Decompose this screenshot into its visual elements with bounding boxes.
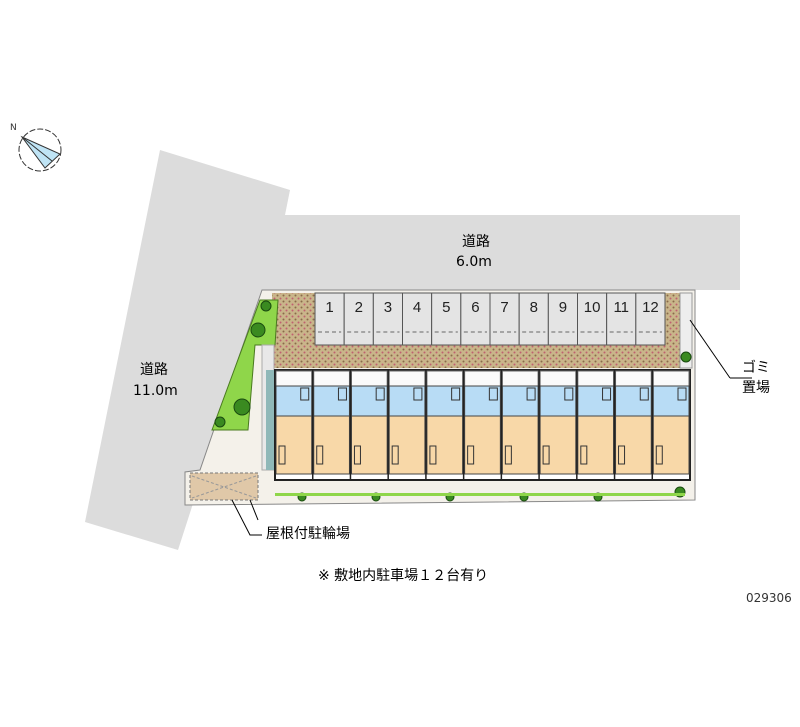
apartment-unit xyxy=(538,370,577,480)
parking-stall-number: 2 xyxy=(355,299,363,316)
apartment-unit xyxy=(576,370,615,480)
apartment-unit xyxy=(462,370,501,480)
parking-note: ※ 敷地内駐車場１２台有り xyxy=(318,568,489,584)
parking-stall-number: 4 xyxy=(413,299,421,316)
parking-stall xyxy=(460,292,491,346)
road-west-name: 道路 xyxy=(140,362,168,378)
apartment-unit xyxy=(311,370,350,480)
road-north-name: 道路 xyxy=(462,234,490,250)
parking-stall xyxy=(635,292,666,346)
apartment-building xyxy=(274,369,691,481)
parking-stall xyxy=(606,292,637,346)
garbage-label-1: ゴミ xyxy=(742,360,770,376)
parking-stall xyxy=(402,292,433,346)
property-code: 029306 xyxy=(746,591,792,605)
garbage-label-2: 置場 xyxy=(742,380,770,396)
parking-stall-number: 1 xyxy=(325,299,333,316)
north-compass-icon: N xyxy=(10,123,62,172)
parking-stall-number: 9 xyxy=(559,299,567,316)
parking-stall-number: 8 xyxy=(530,299,538,316)
road-north-width: 6.0m xyxy=(456,254,492,270)
parking-stall-number: 11 xyxy=(613,299,629,316)
apartment-unit xyxy=(274,370,313,480)
apartment-unit xyxy=(349,370,388,480)
apartment-unit xyxy=(425,370,464,480)
compass-label: N xyxy=(10,123,17,133)
parking-stall-number: 12 xyxy=(642,299,659,316)
apartment-unit xyxy=(651,370,690,480)
bicycle-parking-label: 屋根付駐輪場 xyxy=(266,526,350,542)
parking-stall xyxy=(577,292,608,346)
parking-stall-number: 3 xyxy=(384,299,392,316)
road-west-width: 11.0m xyxy=(133,383,178,399)
parking-stall-number: 7 xyxy=(500,299,508,316)
parking-stall-number: 5 xyxy=(442,299,450,316)
apartment-unit xyxy=(613,370,652,480)
bicycle-parking xyxy=(189,472,259,501)
apartment-unit xyxy=(500,370,539,480)
parking-stall-number: 10 xyxy=(584,299,601,316)
road-area xyxy=(85,150,740,550)
apartment-unit xyxy=(387,370,426,480)
parking-stall-number: 6 xyxy=(471,299,479,316)
parking-stall xyxy=(547,292,578,346)
parking-stall xyxy=(518,292,549,346)
parking-stall xyxy=(431,292,462,346)
parking-stall xyxy=(314,292,345,346)
